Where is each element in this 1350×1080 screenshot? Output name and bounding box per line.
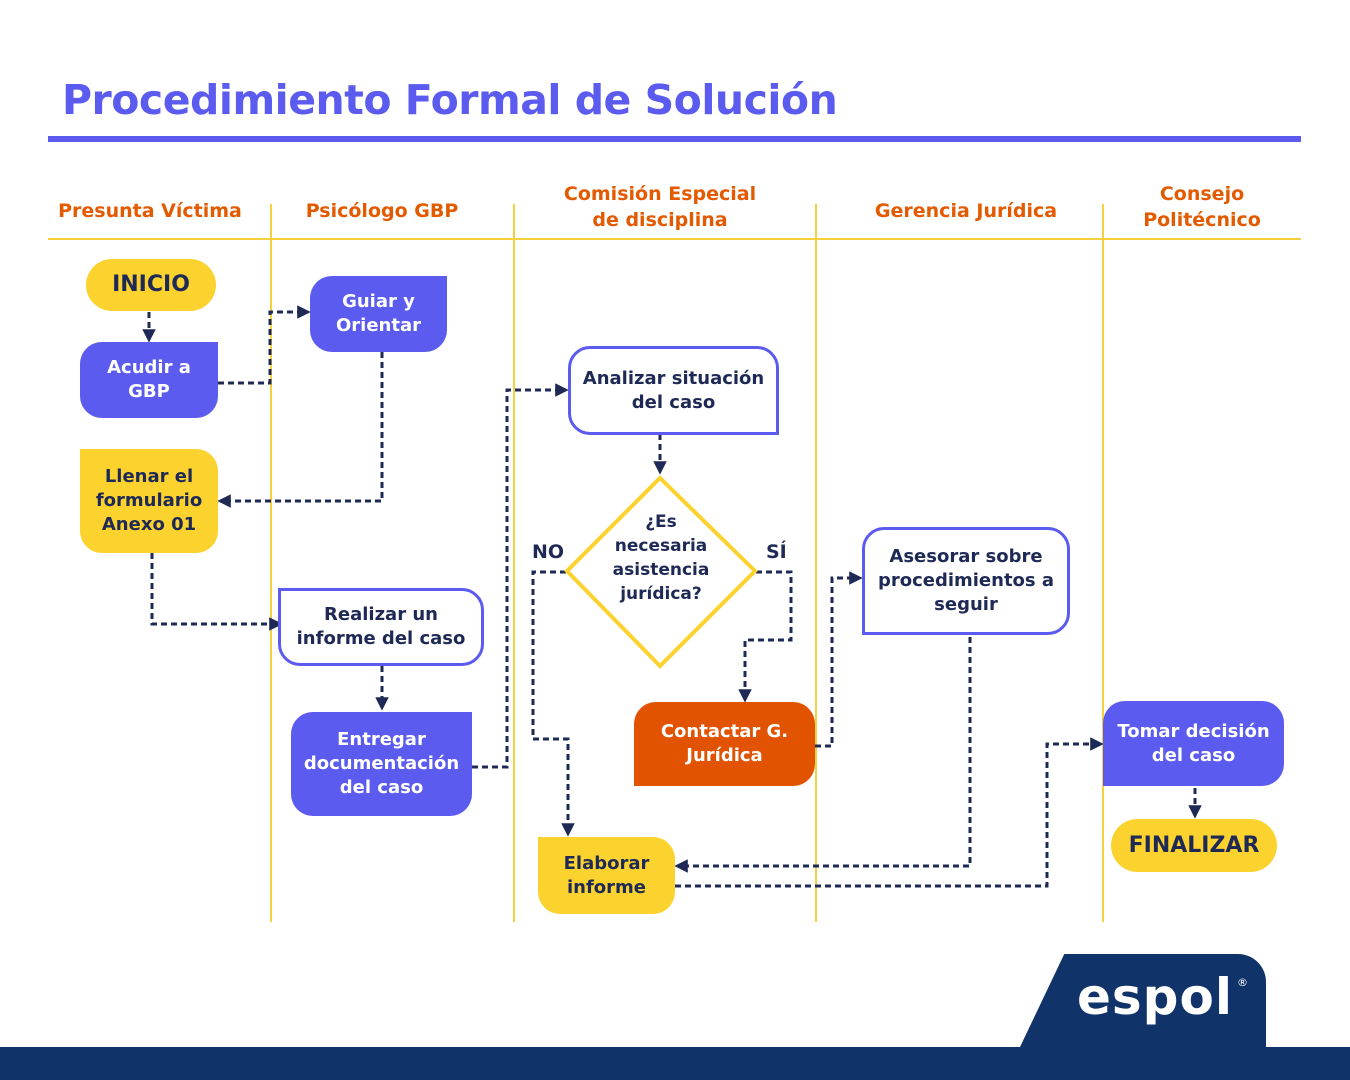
title-underline <box>48 136 1301 142</box>
arrow-decision-si <box>738 570 793 703</box>
end-node: FINALIZAR <box>1111 819 1277 872</box>
lane-divider <box>1102 204 1104 922</box>
page-title: Procedimiento Formal de Solución <box>62 76 838 124</box>
arrow-entregar-analizar <box>472 383 569 769</box>
step-analizar-situacion: Analizar situación del caso <box>568 346 779 435</box>
espol-logo-badge <box>1020 954 1266 1047</box>
step-acudir-gbp: Acudir a GBP <box>80 342 218 418</box>
arrow-contactar-asesorar <box>815 571 863 748</box>
lane-header-psicologo: Psicólogo GBP <box>305 200 459 222</box>
branch-label-si: SÍ <box>766 541 787 563</box>
step-entregar-documentacion: Entregar documentación del caso <box>291 712 472 816</box>
decision-diamond <box>564 475 758 669</box>
lane-divider <box>270 204 272 922</box>
step-tomar-decision: Tomar decisión del caso <box>1103 701 1284 786</box>
footer-bar <box>0 1047 1350 1080</box>
step-contactar-gerencia: Contactar G. Jurídica <box>634 702 815 786</box>
arrow-llenar-realizar <box>150 553 283 631</box>
step-elaborar-informe: Elaborar informe <box>538 837 675 914</box>
step-guiar-orientar: Guiar y Orientar <box>310 276 447 352</box>
lane-header-consejo: Consejo Politécnico <box>1143 183 1261 231</box>
lane-header-gerencia: Gerencia Jurídica <box>874 200 1058 222</box>
lane-header-comision: Comisión Especial de disciplina <box>563 183 757 231</box>
step-llenar-formulario: Llenar el formulario Anexo 01 <box>80 449 218 553</box>
start-node: INICIO <box>86 259 216 311</box>
branch-label-no: NO <box>532 541 565 563</box>
arrow-acudir-guiar <box>218 305 311 385</box>
step-realizar-informe: Realizar un informe del caso <box>278 588 484 666</box>
arrow-decision-no <box>531 570 575 837</box>
registered-mark: ® <box>1237 976 1248 989</box>
arrow-elaborar-tomar <box>675 737 1104 888</box>
arrow-guiar-llenar <box>217 352 384 508</box>
lane-divider <box>513 204 515 922</box>
arrow-asesorar-elaborar <box>674 637 972 873</box>
lane-divider <box>815 204 817 922</box>
lane-header-divider <box>48 238 1301 240</box>
decision-label: ¿Es necesaria asistencia jurídica? <box>612 512 710 604</box>
lane-header-victima: Presunta Víctima <box>58 200 242 222</box>
espol-logo: espol <box>1077 968 1233 1026</box>
step-asesorar-procedimientos: Asesorar sobre procedimientos a seguir <box>862 527 1070 635</box>
